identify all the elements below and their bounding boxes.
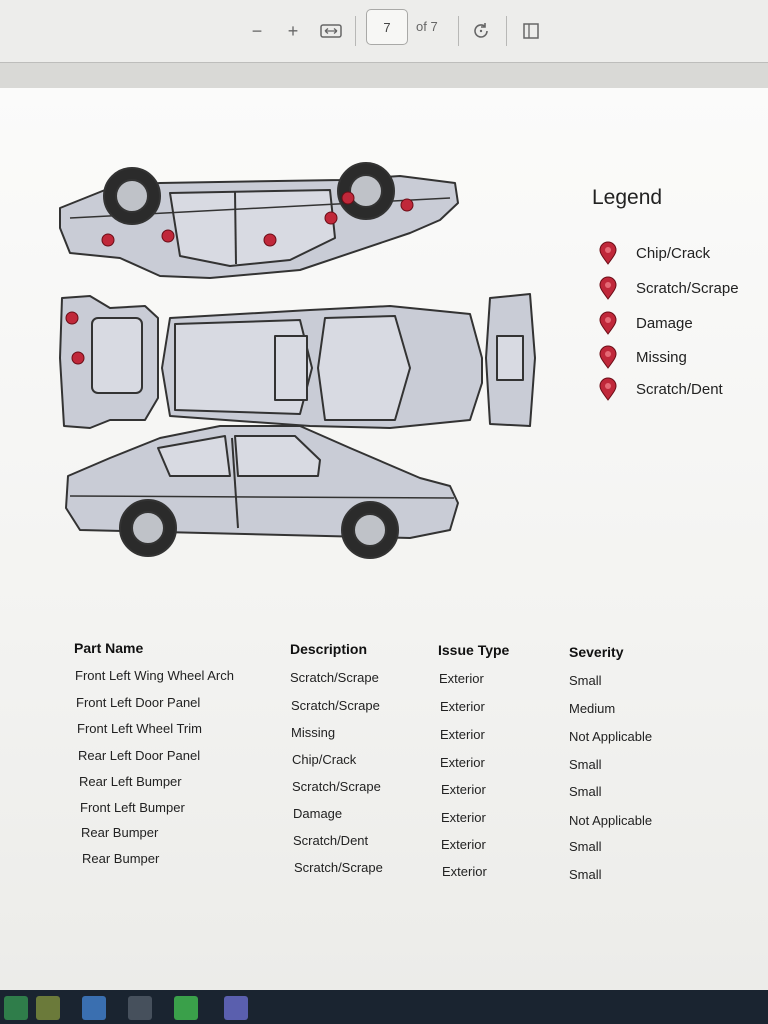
table-cell-description: Damage bbox=[293, 806, 343, 821]
table-cell-severity: Not Applicable bbox=[569, 813, 653, 828]
column-header-issue-type: Issue Type bbox=[438, 642, 510, 658]
document-page: Legend Chip/Crack Scratch/Scrape Damage … bbox=[0, 88, 768, 990]
table-cell-severity: Not Applicable bbox=[569, 729, 653, 744]
os-taskbar bbox=[0, 990, 768, 1024]
table-cell-issue-type: Exterior bbox=[439, 671, 484, 686]
table-cell-part: Front Left Wing Wheel Arch bbox=[75, 668, 234, 683]
legend-item-scratch-dent: Scratch/Dent bbox=[598, 376, 723, 402]
car-damage-diagram bbox=[59, 162, 536, 559]
page-count: of 7 bbox=[416, 19, 438, 34]
table-cell-description: Scratch/Scrape bbox=[292, 779, 381, 794]
legend-item-missing: Missing bbox=[598, 344, 687, 370]
legend-label: Missing bbox=[636, 348, 687, 366]
pdf-toolbar: − + 7 of 7 bbox=[0, 0, 768, 63]
legend-label: Scratch/Dent bbox=[636, 380, 723, 398]
app-icon[interactable] bbox=[128, 996, 152, 1020]
table-cell-part: Rear Bumper bbox=[82, 851, 160, 866]
table-cell-severity: Small bbox=[569, 757, 602, 772]
legend-item-damage: Damage bbox=[598, 310, 693, 336]
fit-width-icon bbox=[320, 24, 342, 38]
table-cell-description: Missing bbox=[291, 725, 336, 740]
app-icon[interactable] bbox=[4, 996, 28, 1020]
table-cell-issue-type: Exterior bbox=[440, 755, 485, 770]
table-cell-description: Scratch/Scrape bbox=[294, 860, 383, 875]
map-pin-icon bbox=[599, 345, 617, 369]
table-cell-description: Scratch/Scrape bbox=[290, 670, 379, 685]
table-cell-description: Scratch/Dent bbox=[293, 833, 369, 848]
table-cell-part: Front Left Door Panel bbox=[76, 695, 201, 710]
zoom-in-button[interactable]: + bbox=[287, 20, 299, 41]
map-pin-icon bbox=[599, 377, 617, 401]
rotate-icon bbox=[474, 23, 488, 38]
page-number-input[interactable]: 7 bbox=[366, 9, 408, 45]
table-cell-issue-type: Exterior bbox=[442, 864, 487, 879]
table-cell-part: Rear Left Bumper bbox=[79, 774, 182, 789]
table-cell-severity: Small bbox=[569, 673, 602, 688]
map-pin-icon bbox=[599, 276, 617, 300]
rotate-button[interactable] bbox=[470, 18, 492, 44]
map-pin-icon bbox=[599, 311, 617, 335]
legend-label: Chip/Crack bbox=[636, 244, 711, 262]
zoom-out-button[interactable]: − bbox=[251, 20, 263, 41]
legend-label: Scratch/Scrape bbox=[636, 279, 739, 297]
app-icon[interactable] bbox=[82, 996, 106, 1020]
legend-item-chip-crack: Chip/Crack bbox=[598, 240, 710, 266]
table-cell-severity: Small bbox=[569, 867, 602, 882]
legend-title: Legend bbox=[592, 186, 663, 209]
legend-item-scratch-scrape: Scratch/Scrape bbox=[598, 275, 739, 301]
app-icon[interactable] bbox=[174, 996, 198, 1020]
table-cell-severity: Small bbox=[569, 839, 602, 854]
fit-width-button[interactable] bbox=[320, 18, 342, 44]
map-pin-icon bbox=[599, 241, 617, 265]
app-icon[interactable] bbox=[224, 996, 248, 1020]
table-cell-issue-type: Exterior bbox=[441, 810, 486, 825]
app-icon[interactable] bbox=[36, 996, 60, 1020]
legend-label: Damage bbox=[636, 314, 693, 332]
table-cell-part: Rear Bumper bbox=[81, 825, 159, 840]
column-header-description: Description bbox=[290, 641, 368, 657]
column-header-severity: Severity bbox=[569, 644, 624, 660]
table-cell-description: Chip/Crack bbox=[292, 752, 357, 767]
table-cell-severity: Medium bbox=[569, 701, 616, 716]
table-cell-issue-type: Exterior bbox=[441, 837, 486, 852]
table-cell-issue-type: Exterior bbox=[441, 782, 486, 797]
table-cell-part: Front Left Bumper bbox=[80, 800, 185, 815]
table-cell-issue-type: Exterior bbox=[440, 727, 485, 742]
column-header-part-name: Part Name bbox=[74, 640, 144, 656]
table-cell-part: Rear Left Door Panel bbox=[78, 748, 201, 763]
table-cell-description: Scratch/Scrape bbox=[291, 698, 380, 713]
table-cell-severity: Small bbox=[569, 784, 602, 799]
table-cell-issue-type: Exterior bbox=[440, 699, 485, 714]
document-view-button[interactable] bbox=[520, 18, 542, 44]
table-cell-part: Front Left Wheel Trim bbox=[77, 721, 202, 736]
page-view-icon bbox=[523, 23, 539, 39]
